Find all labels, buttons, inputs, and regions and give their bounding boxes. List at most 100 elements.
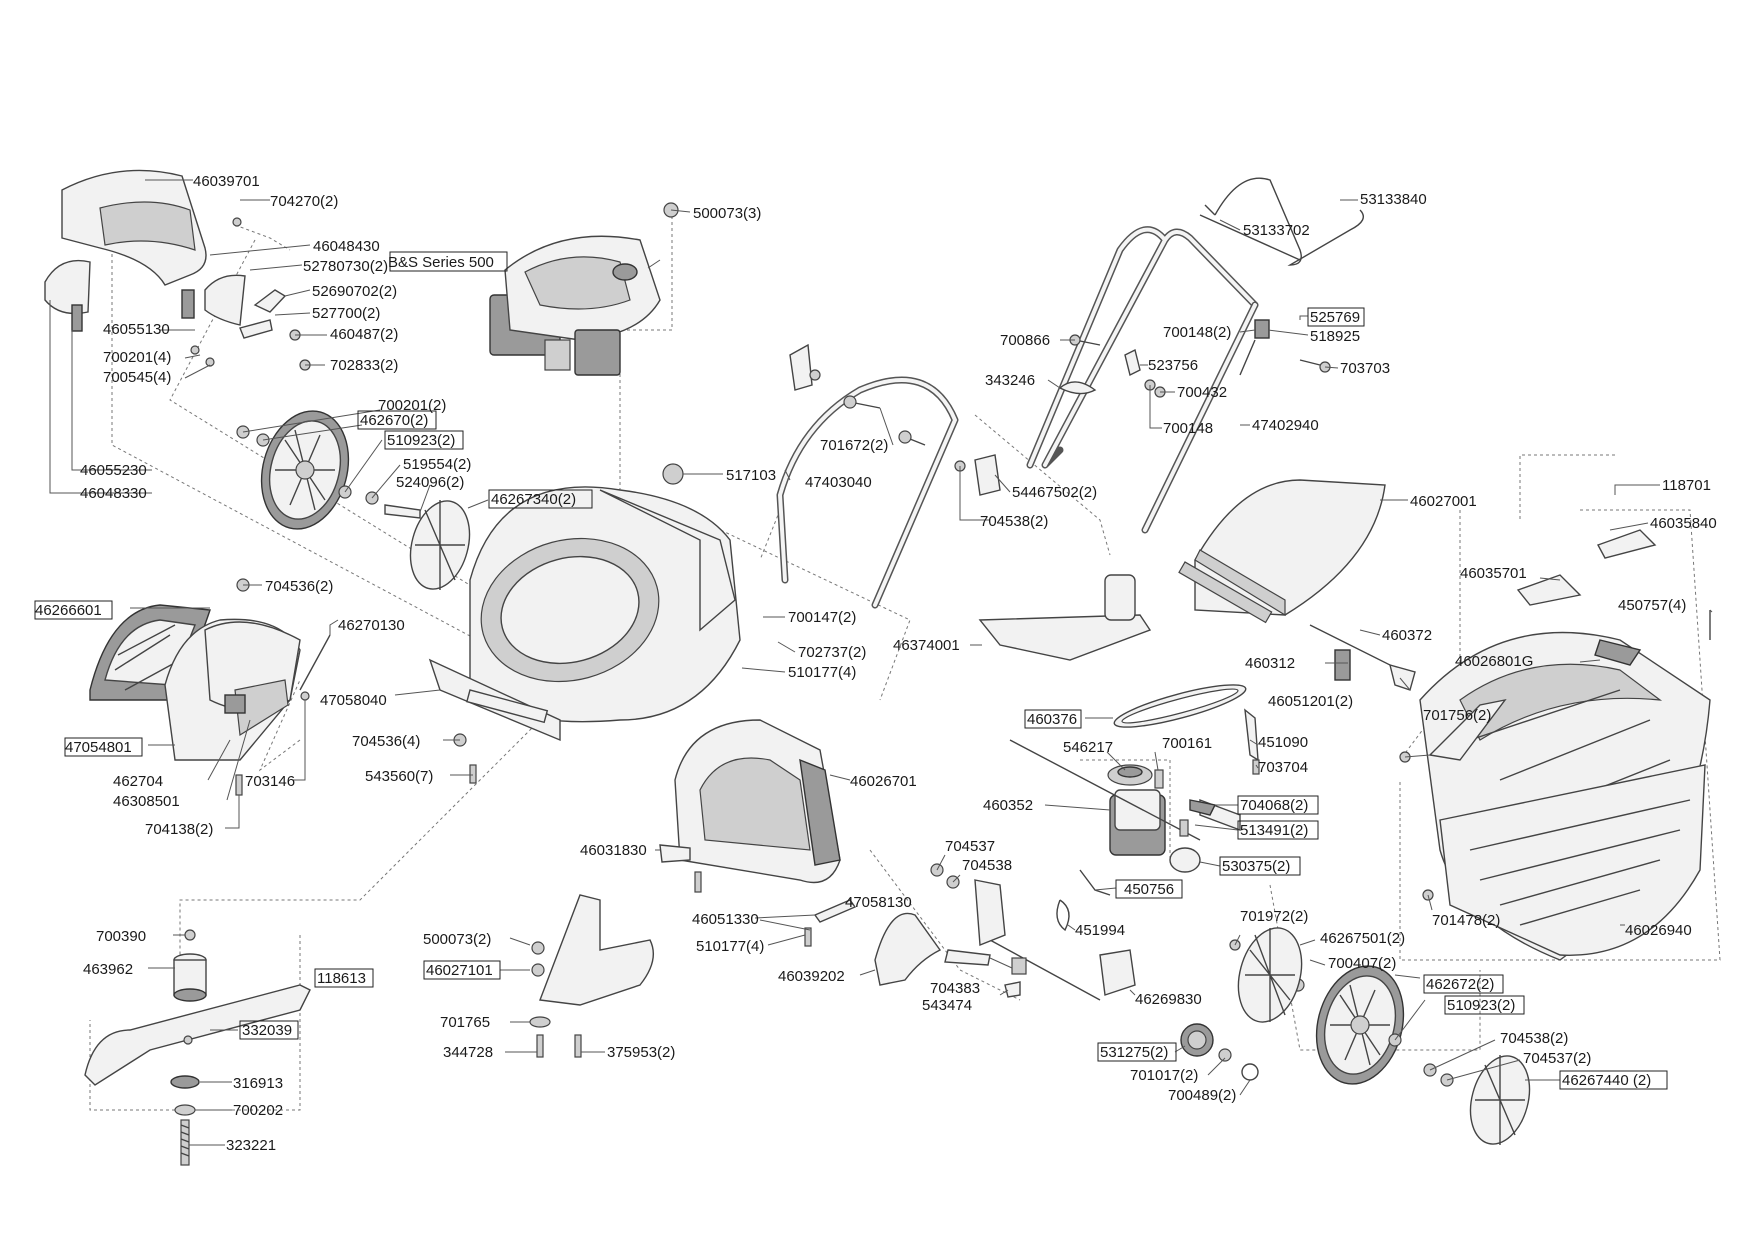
label-47054801: 47054801 — [65, 739, 132, 756]
label-343246: 343246 — [985, 372, 1035, 389]
label-52780730-2: 52780730(2) — [303, 258, 388, 275]
label-704536-2: 704536(2) — [265, 578, 333, 595]
label-46267501-2: 46267501(2) — [1320, 930, 1405, 947]
label-46270130: 46270130 — [338, 617, 405, 634]
label-543560-7: 543560(7) — [365, 768, 433, 785]
gearbox — [1107, 764, 1166, 856]
engine-bs-series-500 — [489, 235, 661, 376]
label-46055130: 46055130 — [103, 321, 170, 338]
label-450757-4: 450757(4) — [1618, 597, 1686, 614]
label-700432: 700432 — [1177, 384, 1227, 401]
label-46026801G: 46026801G — [1455, 653, 1533, 670]
label-46374001: 46374001 — [893, 637, 960, 654]
label-46026701: 46026701 — [850, 773, 917, 790]
label-46039701: 46039701 — [193, 173, 260, 190]
rear-deflector — [978, 614, 1152, 661]
label-46035701: 46035701 — [1460, 565, 1527, 582]
mower-deck — [428, 486, 741, 742]
label-46051330: 46051330 — [692, 911, 759, 928]
label-323221: 323221 — [226, 1137, 276, 1154]
hubcap-right — [1469, 1055, 1531, 1145]
label-46026940: 46026940 — [1625, 922, 1692, 939]
label-701972-2: 701972(2) — [1240, 908, 1308, 925]
label-46267340-2: 46267340(2) — [491, 491, 576, 508]
label-702833-2: 702833(2) — [330, 357, 398, 374]
box-46267340 — [488, 489, 593, 509]
label-702737-2: 702737(2) — [798, 644, 866, 661]
label-700148: 700148 — [1163, 420, 1213, 437]
label-523756: 523756 — [1148, 357, 1198, 374]
label-703703: 703703 — [1340, 360, 1390, 377]
box-462670 — [357, 410, 437, 430]
mulch-plug — [539, 894, 654, 1006]
label-462704: 462704 — [113, 773, 163, 790]
label-460487-2: 460487(2) — [330, 326, 398, 343]
part-labels: 46039701 704270(2) 46048430 52780730(2) … — [34, 173, 1717, 1154]
box-46267440 — [1559, 1070, 1668, 1090]
label-46266601: 46266601 — [35, 602, 102, 619]
label-700545-4: 700545(4) — [103, 369, 171, 386]
label-703146: 703146 — [245, 773, 295, 790]
lower-handle — [776, 376, 959, 609]
rear-side-plate — [44, 259, 91, 315]
label-703704: 703704 — [1258, 759, 1308, 776]
label-700202: 700202 — [233, 1102, 283, 1119]
label-704538-2b: 704538(2) — [1500, 1030, 1568, 1047]
label-700147-2: 700147(2) — [788, 609, 856, 626]
label-704538-2a: 704538(2) — [980, 513, 1048, 530]
label-47058130: 47058130 — [845, 894, 912, 911]
box-450756 — [1115, 879, 1183, 899]
label-700148-2: 700148(2) — [1163, 324, 1231, 341]
label-460376: 460376 — [1027, 711, 1077, 728]
hubcap-left — [409, 500, 471, 590]
label-700489-2: 700489(2) — [1168, 1087, 1236, 1104]
label-510923-2a: 510923(2) — [387, 432, 455, 449]
label-704068-2: 704068(2) — [1240, 797, 1308, 814]
label-460372: 460372 — [1382, 627, 1432, 644]
box-513491 — [1237, 820, 1319, 840]
label-451994: 451994 — [1075, 922, 1125, 939]
box-510923b — [1444, 995, 1525, 1015]
label-704536-4: 704536(4) — [352, 733, 420, 750]
label-704537: 704537 — [945, 838, 995, 855]
label-701017-2: 701017(2) — [1130, 1067, 1198, 1084]
label-118701: 118701 — [1662, 477, 1711, 494]
label-704383: 704383 — [930, 980, 980, 997]
box-530375 — [1219, 856, 1301, 876]
label-344728: 344728 — [443, 1044, 493, 1061]
label-engine: B&S Series 500 — [388, 254, 494, 271]
blade-adapter-463962 — [173, 953, 207, 1002]
label-460352: 460352 — [983, 797, 1033, 814]
label-510177-4b: 510177(4) — [696, 938, 764, 955]
grass-bag-top — [1178, 479, 1386, 624]
label-118613: 118613 — [317, 970, 366, 987]
label-54467502-2: 54467502(2) — [1012, 484, 1097, 501]
box-118613 — [314, 968, 374, 988]
cutting-blade — [84, 984, 311, 1086]
leader-lines — [49, 179, 1713, 1146]
box-531275 — [1097, 1042, 1177, 1062]
label-375953-2: 375953(2) — [607, 1044, 675, 1061]
label-704538: 704538 — [962, 857, 1012, 874]
label-704537-2: 704537(2) — [1523, 1050, 1591, 1067]
box-460376 — [1024, 709, 1082, 729]
label-463962: 463962 — [83, 961, 133, 978]
axle-bracket-left — [974, 879, 1006, 947]
label-513491-2: 513491(2) — [1240, 822, 1308, 839]
rear-wheel-left — [260, 410, 350, 530]
box-704068 — [1237, 795, 1319, 815]
rear-chute-housing — [674, 719, 841, 884]
label-500073-2: 500073(2) — [423, 931, 491, 948]
label-47403040: 47403040 — [805, 474, 872, 491]
label-510923-2b: 510923(2) — [1447, 997, 1515, 1014]
label-700390: 700390 — [96, 928, 146, 945]
front-wheel-right — [1315, 965, 1405, 1085]
label-704138-2: 704138(2) — [145, 821, 213, 838]
label-704270-2: 704270(2) — [270, 193, 338, 210]
label-462670-2: 462670(2) — [360, 412, 428, 429]
label-46031830: 46031830 — [580, 842, 647, 859]
label-46048330: 46048330 — [80, 485, 147, 502]
label-460312: 460312 — [1245, 655, 1295, 672]
label-46269830: 46269830 — [1135, 991, 1202, 1008]
label-46048430: 46048430 — [313, 238, 380, 255]
